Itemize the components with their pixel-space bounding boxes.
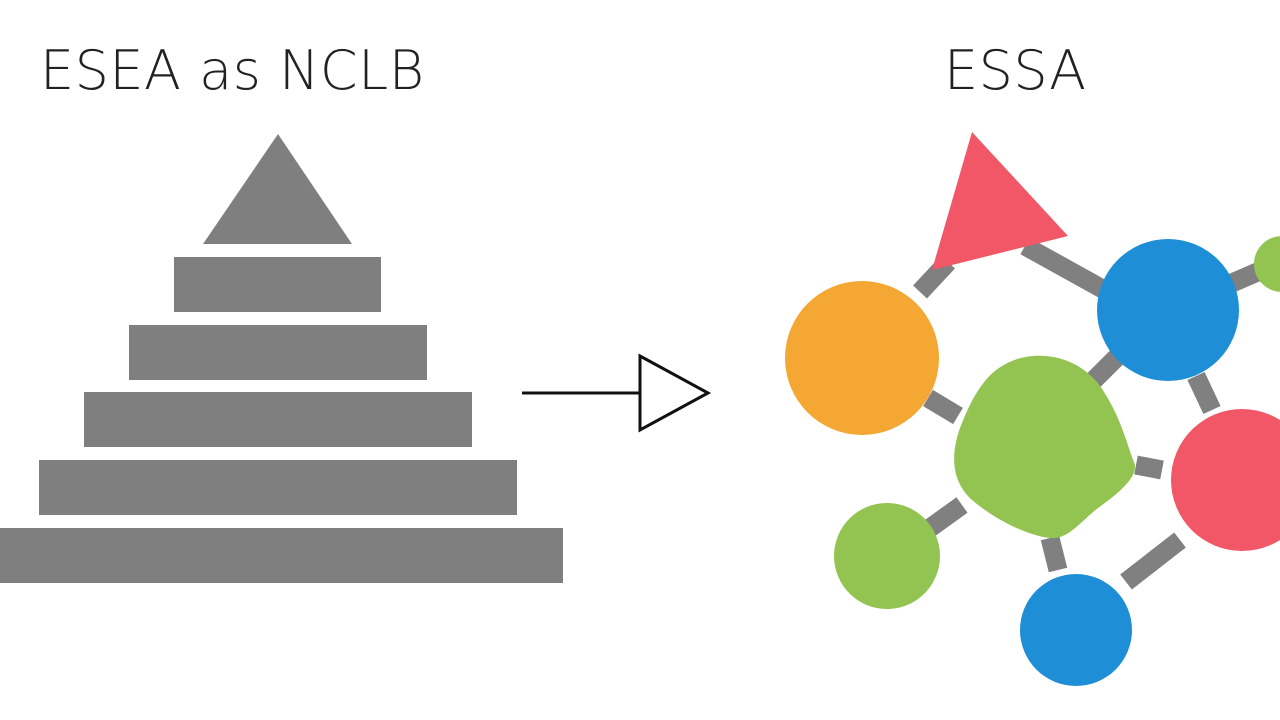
pyramid-tier-4 <box>39 460 517 515</box>
pyramid-tier-3 <box>84 392 472 447</box>
pyramid-tier-2 <box>129 325 427 380</box>
network-node-red-triangle <box>932 132 1068 270</box>
pyramid-tier-5 <box>0 528 563 583</box>
connector-blob-bottomblue <box>1040 535 1068 573</box>
connector-smallgreen-blob <box>924 497 968 536</box>
left-title: ESEA as NCLB <box>40 39 425 102</box>
connector-triangle-blue <box>1020 237 1113 301</box>
network-node-blue-small <box>1020 574 1132 686</box>
network-node-green-edge <box>1254 236 1280 292</box>
network-node-orange <box>785 281 939 435</box>
network-node-green-small <box>834 503 940 609</box>
network-node-red-large <box>1171 409 1280 551</box>
network-node-blue-large <box>1097 239 1239 381</box>
right-title: ESSA <box>944 39 1087 102</box>
arrow-right-icon <box>522 353 712 433</box>
pyramid <box>0 134 563 583</box>
connector-orange-blob <box>923 389 963 425</box>
pyramid-apex-triangle <box>203 134 352 244</box>
connector-blue-red <box>1187 371 1221 415</box>
arrow-head <box>638 353 712 433</box>
connector-blob-red <box>1134 455 1164 480</box>
network-nodes <box>785 132 1280 686</box>
pyramid-tier-1 <box>174 257 381 312</box>
connector-red-bottomblue <box>1120 532 1186 590</box>
network-connectors <box>913 237 1266 590</box>
network-node-green-blob <box>954 355 1136 539</box>
